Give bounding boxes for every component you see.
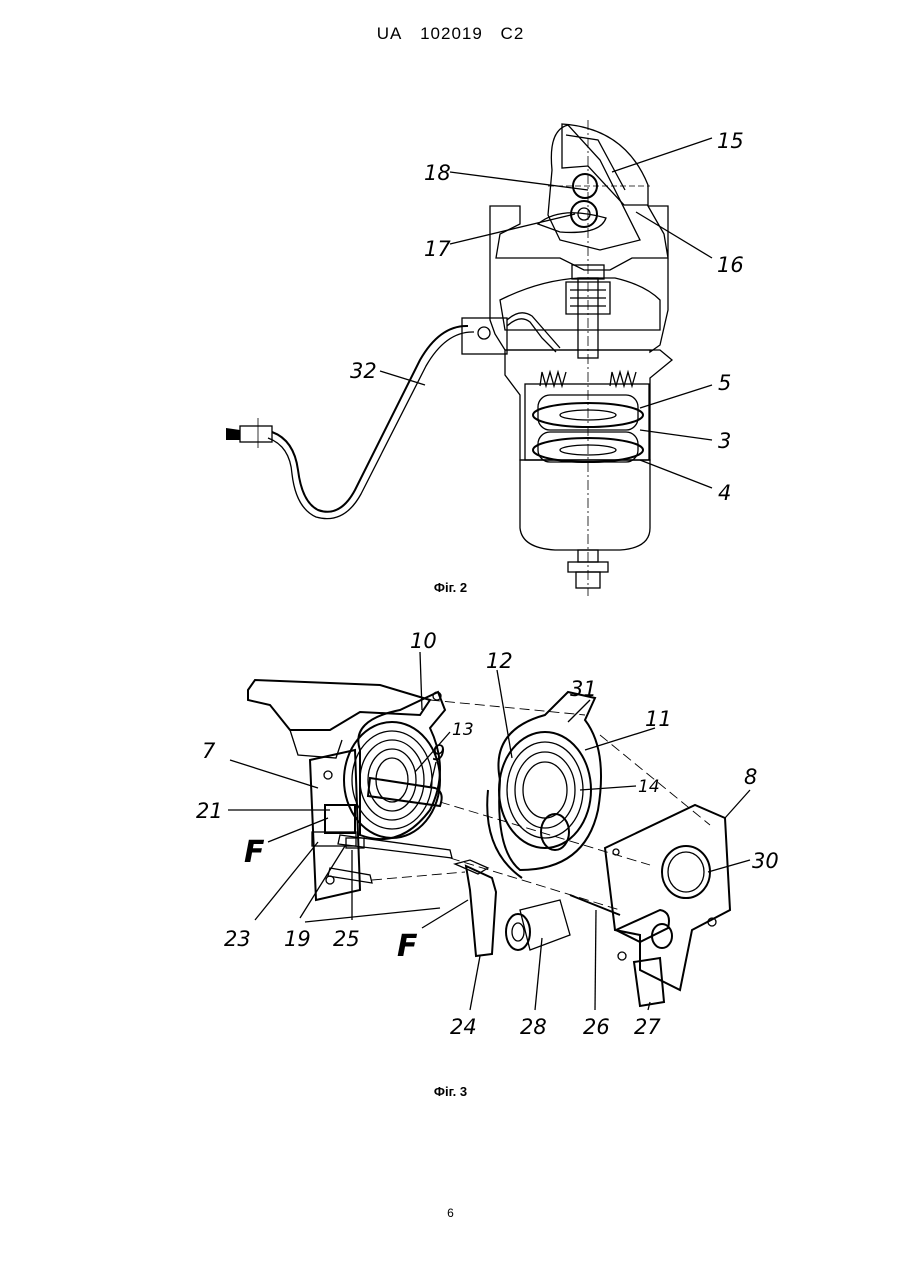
page-number: 6 xyxy=(0,1206,901,1220)
fig2-labels: 15 18 17 16 32 5 3 4 xyxy=(350,129,744,505)
fig3-label-25: 25 xyxy=(333,927,360,951)
fig3-label-7: 7 xyxy=(202,739,216,763)
fig2-label-18: 18 xyxy=(424,161,451,185)
fig3-label-14: 14 xyxy=(638,777,660,797)
fig3-label-28: 28 xyxy=(520,1015,547,1039)
fig2-body xyxy=(462,120,672,596)
fig2-label-4: 4 xyxy=(718,481,731,505)
fig3-label-23: 23 xyxy=(224,927,251,951)
fig3-leader-lines xyxy=(228,652,750,1010)
fig3-label-30: 30 xyxy=(752,849,779,873)
fig3-label-21: 21 xyxy=(196,799,223,823)
fig2-label-17: 17 xyxy=(424,237,451,261)
fig3-label-F-top: F xyxy=(244,835,265,870)
fig2-label-3: 3 xyxy=(718,429,731,453)
fig3-label-31: 31 xyxy=(570,677,597,701)
fig3-label-11: 11 xyxy=(645,707,672,731)
fig3-label-13: 13 xyxy=(452,720,474,740)
figure-3-drawing: 10 12 31 11 7 13 9 14 8 21 F 30 23 19 25… xyxy=(0,610,901,1070)
fig3-label-8: 8 xyxy=(744,765,757,789)
figure-2-drawing: 15 18 17 16 32 5 3 4 xyxy=(0,0,901,600)
fig2-label-16: 16 xyxy=(717,253,744,277)
fig2-cable-32 xyxy=(226,326,474,519)
fig2-leader-lines xyxy=(380,138,712,488)
fig3-label-26: 26 xyxy=(583,1015,610,1039)
fig3-label-10: 10 xyxy=(410,629,437,653)
fig3-label-12: 12 xyxy=(486,649,513,673)
fig3-label-27: 27 xyxy=(634,1015,661,1039)
figure-3-caption: Фіг. 3 xyxy=(0,1084,901,1099)
fig3-label-19: 19 xyxy=(284,927,311,951)
fig3-label-24: 24 xyxy=(450,1015,477,1039)
fig2-label-15: 15 xyxy=(717,129,744,153)
figure-2-caption: Фіг. 2 xyxy=(0,580,901,595)
fig3-label-F-bottom: F xyxy=(397,929,418,964)
fig2-label-32: 32 xyxy=(350,359,377,383)
fig3-labels: 10 12 31 11 7 13 9 14 8 21 F 30 23 19 25… xyxy=(196,629,779,1039)
fig3-label-9: 9 xyxy=(432,741,445,765)
fig2-label-5: 5 xyxy=(718,371,731,395)
